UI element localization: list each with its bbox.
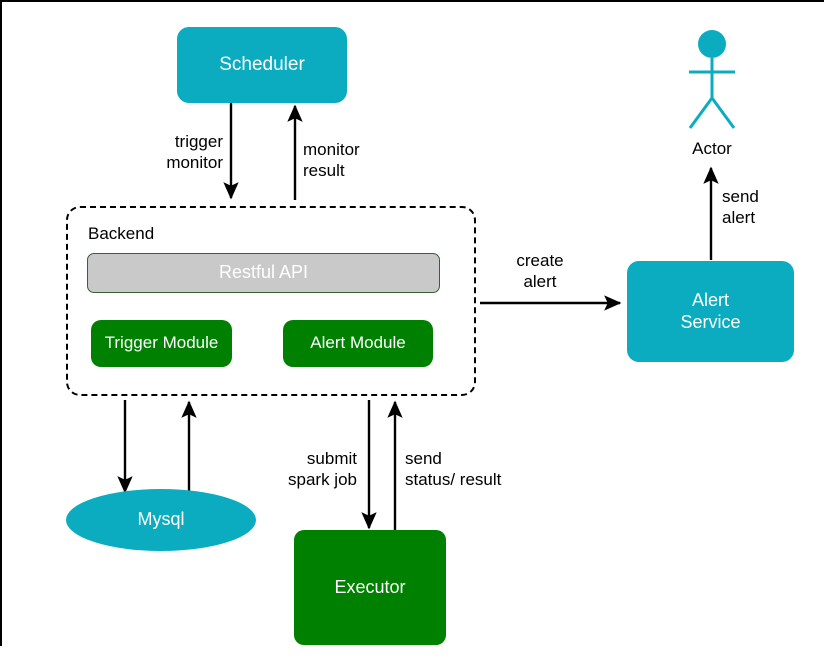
node-alert-service[interactable]: Alert Service <box>627 261 794 362</box>
node-restful-api[interactable]: Restful API <box>87 253 440 293</box>
node-executor[interactable]: Executor <box>294 530 446 645</box>
backend-title: Backend <box>88 224 155 243</box>
actor-label: Actor <box>692 139 732 158</box>
edge-label-submit-spark-job: submit spark job <box>288 449 357 490</box>
edge-label-trigger-monitor: trigger monitor <box>166 132 223 173</box>
page-frame-left-rule <box>0 0 2 646</box>
edge-label-monitor-result: monitor result <box>303 140 360 181</box>
edge-label-create-alert: create alert <box>516 251 564 292</box>
actor-figure-icon <box>688 30 736 129</box>
node-trigger-module[interactable]: Trigger Module <box>91 320 232 367</box>
node-scheduler[interactable]: Scheduler <box>177 27 347 103</box>
edge-label-send-status-result: send status/ result <box>405 449 502 490</box>
edge-label-send-alert: send alert <box>722 187 759 228</box>
node-actor[interactable] <box>664 28 760 140</box>
node-alert-module[interactable]: Alert Module <box>283 320 433 367</box>
page-frame-top-rule <box>0 0 824 2</box>
node-mysql[interactable]: Mysql <box>66 489 256 551</box>
node-backend-container[interactable] <box>66 206 476 396</box>
